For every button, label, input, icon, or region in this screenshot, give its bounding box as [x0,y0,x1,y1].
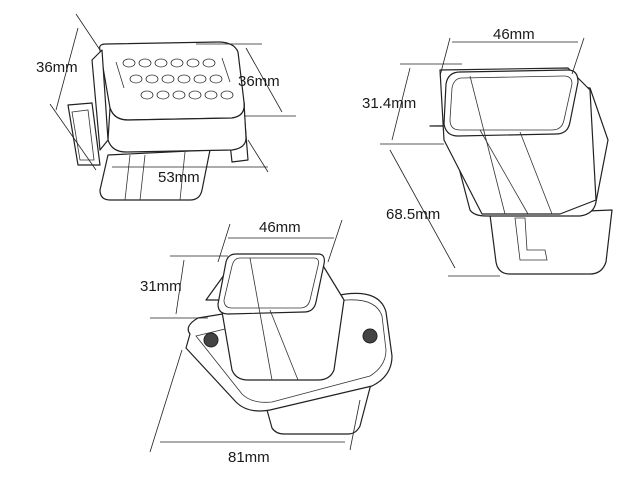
receptacle-length-label: 68.5mm [386,206,441,223]
flange-length-label: 81mm [228,449,270,466]
receptacle-width-label: 46mm [493,26,535,43]
plug-height-label: 36mm [36,59,78,76]
pin-holes [122,58,234,100]
receptacle-connector-drawing [380,37,613,277]
plug-connector-drawing [49,13,296,201]
receptacle-depth-label: 31.4mm [362,95,417,112]
flange-width-label: 46mm [259,219,301,236]
plug-width-label: 36mm [238,73,280,90]
flanged-receptacle-drawing [149,219,393,453]
plug-length-label: 53mm [158,169,200,186]
flange-depth-label: 31mm [140,278,182,295]
